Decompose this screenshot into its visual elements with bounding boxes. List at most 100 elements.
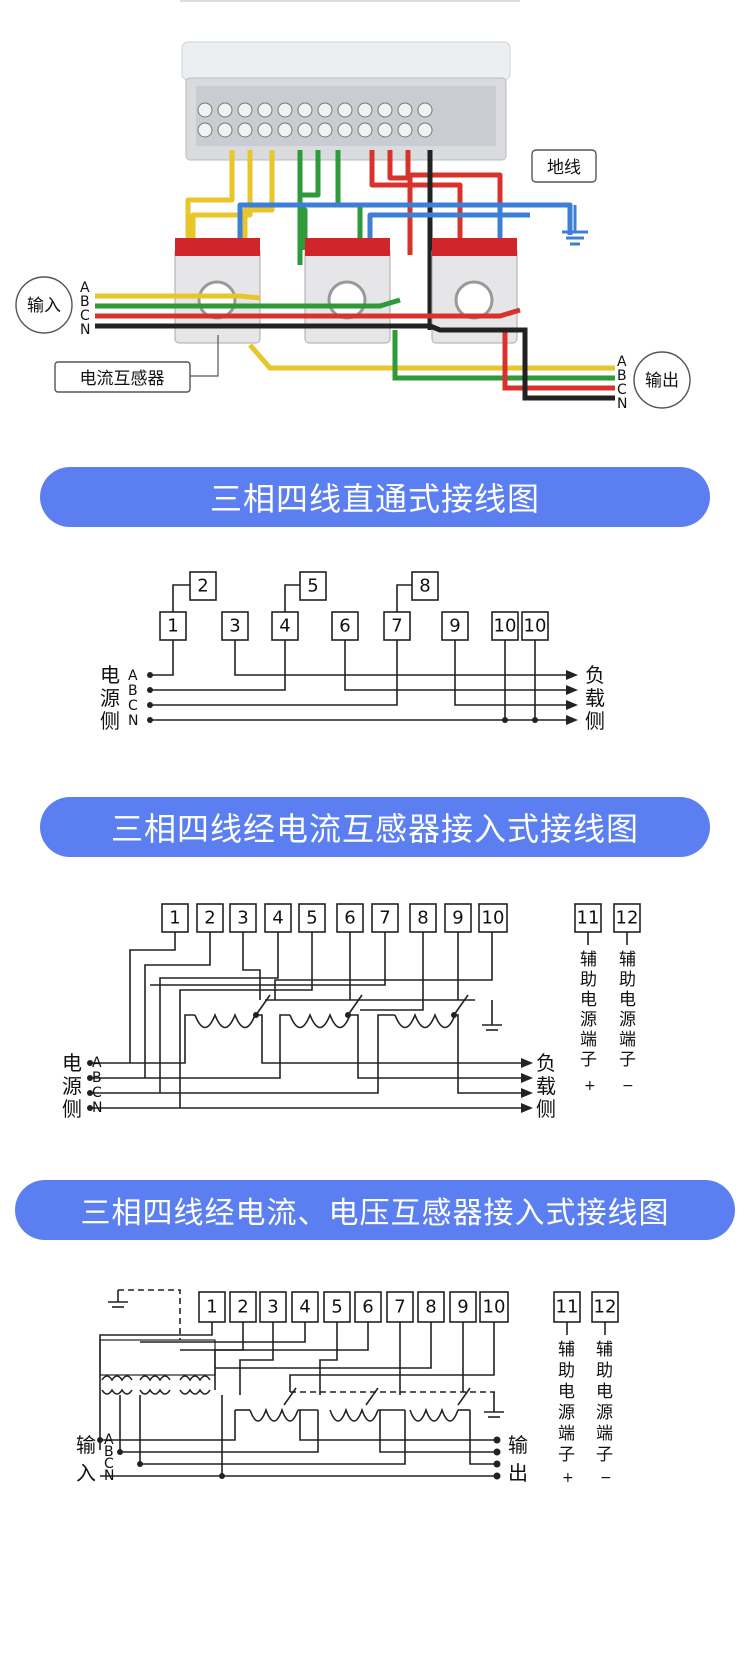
- svg-text:7: 7: [379, 908, 390, 929]
- svg-text:N: N: [80, 322, 90, 338]
- svg-text:+: +: [562, 1470, 574, 1486]
- svg-text:助: 助: [558, 1361, 575, 1381]
- svg-text:10: 10: [524, 616, 547, 637]
- meter-wiring-illustration: 地线 输入 A B C N 输出 A B C N 电流互感器: [15, 0, 691, 412]
- svg-text:端: 端: [580, 1030, 597, 1050]
- svg-text:8: 8: [417, 908, 428, 929]
- svg-text:B: B: [104, 1444, 114, 1460]
- meter-terminal-screw: [417, 122, 433, 138]
- svg-text:助: 助: [619, 970, 636, 990]
- svg-text:−: −: [622, 1078, 634, 1094]
- svg-text:11: 11: [556, 1297, 579, 1318]
- svg-text:出: 出: [508, 1461, 528, 1485]
- current-transformer: [304, 238, 391, 344]
- svg-text:负: 负: [536, 1051, 556, 1075]
- svg-text:1: 1: [167, 616, 178, 637]
- svg-text:N: N: [128, 713, 138, 729]
- svg-text:载: 载: [536, 1074, 556, 1098]
- meter-terminal-screw: [397, 122, 413, 138]
- svg-text:10: 10: [494, 616, 517, 637]
- meter-terminal-screw: [337, 102, 353, 118]
- energy-meter: [181, 41, 511, 161]
- svg-text:1: 1: [206, 1297, 217, 1318]
- svg-text:10: 10: [482, 908, 505, 929]
- svg-text:3: 3: [237, 908, 248, 929]
- input-phase-labels: A B C N: [80, 280, 90, 338]
- input-label: 输入: [27, 296, 61, 316]
- svg-text:8: 8: [419, 576, 430, 597]
- output-phase-labels: A B C N: [617, 354, 627, 412]
- svg-text:电: 电: [580, 990, 597, 1010]
- section-title-ct-vt: 三相四线经电流、电压互感器接入式接线图: [15, 1180, 735, 1240]
- svg-text:电: 电: [558, 1382, 575, 1402]
- svg-text:子: 子: [580, 1050, 597, 1070]
- svg-text:5: 5: [331, 1297, 342, 1318]
- svg-text:3: 3: [229, 616, 240, 637]
- source-side-label: 电 源 侧 A B C N: [62, 1051, 102, 1121]
- ground-label: 地线: [547, 158, 581, 178]
- svg-text:源: 源: [596, 1403, 613, 1423]
- svg-text:子: 子: [596, 1445, 613, 1465]
- ct-wiring-diagram: 1 2 3 4 5 6 7 8 9 10 11 12 辅 助 电 源 端 子 +…: [62, 903, 641, 1121]
- svg-text:6: 6: [339, 616, 350, 637]
- svg-text:负: 负: [585, 663, 605, 687]
- svg-text:1: 1: [169, 908, 180, 929]
- aux-power-label: 辅 助 电 源 端 子 + 辅 助 电 源 端 子 −: [580, 950, 636, 1094]
- svg-text:N: N: [617, 396, 627, 412]
- meter-terminal-screw: [277, 102, 293, 118]
- svg-text:源: 源: [580, 1010, 597, 1030]
- svg-text:端: 端: [596, 1424, 613, 1444]
- svg-text:9: 9: [457, 1297, 468, 1318]
- svg-text:9: 9: [449, 616, 460, 637]
- svg-text:A: A: [80, 280, 90, 296]
- meter-terminal-screw: [417, 102, 433, 118]
- svg-text:助: 助: [596, 1361, 613, 1381]
- svg-text:5: 5: [306, 908, 317, 929]
- svg-text:侧: 侧: [62, 1097, 82, 1121]
- svg-text:端: 端: [619, 1030, 636, 1050]
- section-title-direct: 三相四线直通式接线图: [40, 467, 710, 527]
- output-label: 输出: [645, 371, 679, 391]
- svg-text:C: C: [617, 382, 627, 398]
- svg-text:A: A: [104, 1432, 114, 1448]
- load-side-label: 负 载 侧: [536, 1051, 556, 1121]
- svg-text:N: N: [92, 1100, 102, 1116]
- meter-terminal-screw: [257, 122, 273, 138]
- svg-text:C: C: [80, 308, 90, 324]
- meter-terminal-screw: [197, 102, 213, 118]
- svg-text:B: B: [80, 294, 90, 310]
- current-transformer: [431, 238, 518, 344]
- svg-text:侧: 侧: [100, 709, 120, 733]
- meter-terminal-screw: [297, 102, 313, 118]
- svg-text:侧: 侧: [585, 709, 605, 733]
- meter-terminal-screw: [197, 122, 213, 138]
- svg-text:C: C: [92, 1085, 102, 1101]
- meter-terminal-screw: [317, 102, 333, 118]
- svg-text:C: C: [128, 698, 138, 714]
- load-side-label: 负 载 侧: [585, 663, 605, 733]
- aux-power-label: 辅 助 电 源 端 子 + 辅 助 电 源 端 子 −: [558, 1340, 613, 1486]
- meter-terminal-screw: [257, 102, 273, 118]
- meter-terminal-screw: [337, 122, 353, 138]
- svg-text:−: −: [600, 1470, 612, 1486]
- svg-text:4: 4: [299, 1297, 310, 1318]
- svg-text:10: 10: [483, 1297, 506, 1318]
- svg-text:9: 9: [452, 908, 463, 929]
- meter-terminal-screw: [217, 102, 233, 118]
- svg-text:辅: 辅: [580, 950, 597, 970]
- svg-text:3: 3: [267, 1297, 278, 1318]
- svg-text:入: 入: [76, 1461, 96, 1485]
- svg-text:N: N: [104, 1468, 114, 1484]
- meter-terminal-screw: [357, 102, 373, 118]
- meter-terminal-screw: [317, 122, 333, 138]
- section-title-ct: 三相四线经电流互感器接入式接线图: [40, 797, 710, 857]
- ct-vt-wiring-diagram: 1 2 3 4 5 6 7 8 9 10 11 12 辅 助 电 源 端 子 +…: [76, 1289, 619, 1486]
- svg-text:4: 4: [279, 616, 290, 637]
- svg-text:源: 源: [100, 686, 120, 710]
- svg-text:2: 2: [237, 1297, 248, 1318]
- meter-terminal-screw: [397, 102, 413, 118]
- svg-text:B: B: [617, 368, 627, 384]
- svg-text:6: 6: [344, 908, 355, 929]
- ground-symbol: [562, 205, 588, 246]
- svg-text:A: A: [128, 668, 138, 684]
